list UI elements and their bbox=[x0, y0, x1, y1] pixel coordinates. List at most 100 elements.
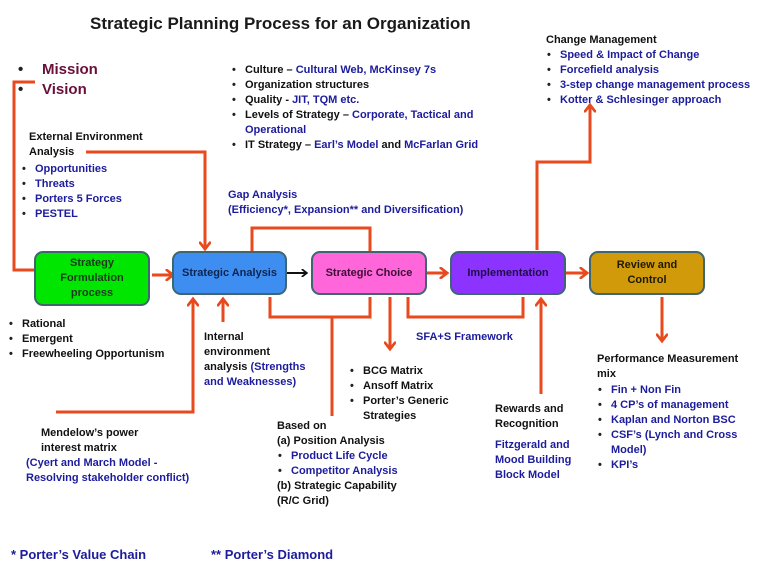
list-item: Competitor Analysis bbox=[277, 464, 398, 479]
text-line: Block Model bbox=[495, 469, 560, 481]
list-item: Porters 5 Forces bbox=[21, 192, 122, 207]
text-line: and Weaknesses) bbox=[204, 376, 297, 388]
list-item: Product Life Cycle bbox=[277, 449, 398, 464]
item-label: Organization structures bbox=[245, 79, 370, 91]
text-line: Internal bbox=[204, 331, 244, 343]
gap-analysis-title: Gap Analysis bbox=[228, 189, 298, 201]
text-line: Resolving stakeholder conflict) bbox=[26, 472, 190, 484]
vision-item: Vision bbox=[12, 80, 98, 100]
based-on-block: Based on (a) Position Analysis Product L… bbox=[277, 419, 398, 509]
text-line: interest matrix bbox=[41, 442, 117, 454]
item-detail: McFarlan Grid bbox=[404, 139, 479, 151]
list-item: Speed & Impact of Change bbox=[546, 48, 750, 63]
strategy-formulation-box[interactable]: Strategy Formulation process bbox=[34, 251, 150, 306]
text-span: Porter’s Generic bbox=[363, 395, 449, 407]
page-title: Strategic Planning Process for an Organi… bbox=[90, 14, 471, 33]
list-item: Fin + Non Fin bbox=[597, 383, 737, 398]
box-label: Implementation bbox=[467, 266, 549, 279]
text-line: (a) Position Analysis bbox=[277, 435, 385, 447]
text-line: Based on bbox=[277, 420, 327, 432]
item-detail: Earl’s Model bbox=[314, 139, 379, 151]
item-detail: Cultural Web, McKinsey 7s bbox=[295, 64, 437, 76]
list-item: Freewheeling Opportunism bbox=[8, 347, 164, 362]
box-label: Review and bbox=[616, 259, 678, 271]
choice-tools-list: BCG Matrix Ansoff Matrix Porter’s Generi… bbox=[349, 364, 449, 424]
mission-vision-list: Mission Vision bbox=[12, 60, 98, 100]
text-line: analysis (Strengths bbox=[204, 360, 305, 375]
item-detail: JIT, TQM etc. bbox=[292, 94, 360, 106]
item-detail: Corporate, Tactical and bbox=[352, 109, 474, 121]
text-line: Performance Measurement bbox=[597, 353, 739, 365]
culture-list: Culture – Cultural Web, McKinsey 7s Orga… bbox=[231, 63, 478, 153]
formulation-types-list: Rational Emergent Freewheeling Opportuni… bbox=[8, 317, 164, 362]
text-line: (b) Strategic Capability bbox=[277, 480, 397, 492]
review-control-box[interactable]: Review and Control bbox=[589, 251, 705, 295]
text-line: (Cyert and March Model - bbox=[26, 457, 158, 469]
list-item: IT Strategy – Earl’s Model and McFarlan … bbox=[231, 138, 478, 153]
strategic-analysis-box[interactable]: Strategic Analysis bbox=[172, 251, 287, 295]
list-item: Organization structures bbox=[231, 78, 478, 93]
footnote-value-chain: * Porter’s Value Chain bbox=[11, 547, 147, 562]
gap-analysis: Gap Analysis (Efficiency*, Expansion** a… bbox=[228, 188, 463, 218]
change-management-heading: Change Management bbox=[546, 34, 657, 46]
text-line: Mood Building bbox=[495, 454, 572, 466]
item-detail: Operational bbox=[245, 124, 307, 136]
footnote-porters-diamond: ** Porter’s Diamond bbox=[211, 547, 334, 562]
item-label: Levels of Strategy – bbox=[245, 109, 352, 121]
performance-list: Fin + Non Fin 4 CP’s of management Kapla… bbox=[597, 383, 737, 473]
text-line: Fitzgerald and bbox=[495, 439, 570, 451]
item-connector: and bbox=[378, 139, 405, 151]
text-span: analysis bbox=[204, 361, 251, 373]
external-env-heading-line2: Analysis bbox=[29, 146, 75, 158]
implementation-box[interactable]: Implementation bbox=[450, 251, 566, 295]
text-span: (Strengths bbox=[250, 361, 306, 373]
list-item: Culture – Cultural Web, McKinsey 7s bbox=[231, 63, 478, 78]
box-label: Control bbox=[627, 274, 667, 286]
item-label: Culture – bbox=[245, 64, 296, 76]
text-line: mix bbox=[597, 368, 616, 380]
mission-item: Mission bbox=[12, 60, 98, 80]
external-env-heading: External Environment Analysis bbox=[29, 130, 143, 160]
list-item: 4 CP’s of management bbox=[597, 398, 737, 413]
internal-env-analysis: Internal environment analysis (Strengths… bbox=[204, 330, 305, 390]
list-item: KPI’s bbox=[597, 458, 737, 473]
list-item: Forcefield analysis bbox=[546, 63, 750, 78]
mendelow-matrix: Mendelow’s power interest matrix bbox=[41, 426, 138, 456]
performance-heading: Performance Measurement mix bbox=[597, 352, 738, 382]
text-line: Rewards and bbox=[495, 403, 564, 415]
list-item: 3-step change management process bbox=[546, 78, 750, 93]
list-item: Emergent bbox=[8, 332, 164, 347]
list-item: BCG Matrix bbox=[349, 364, 449, 379]
text-line: environment bbox=[204, 346, 271, 358]
item-label: Quality - bbox=[245, 94, 293, 106]
external-env-list: Opportunities Threats Porters 5 Forces P… bbox=[21, 162, 122, 222]
gap-analysis-detail: (Efficiency*, Expansion** and Diversific… bbox=[228, 204, 464, 216]
sfa-framework-label: SFA+S Framework bbox=[416, 331, 513, 343]
box-label: Strategy bbox=[69, 257, 115, 269]
text-line: Mendelow’s power bbox=[41, 427, 139, 439]
text-span: Model) bbox=[611, 444, 647, 456]
list-item: Threats bbox=[21, 177, 122, 192]
box-label: Formulation bbox=[60, 272, 124, 284]
text-line: (R/C Grid) bbox=[277, 495, 329, 507]
position-analysis-list: Product Life Cycle Competitor Analysis bbox=[277, 449, 398, 479]
box-label: Strategic Choice bbox=[325, 266, 413, 279]
external-env-heading-line1: External Environment bbox=[29, 131, 143, 143]
list-item: Kotter & Schlesinger approach bbox=[546, 93, 750, 108]
item-label: IT Strategy – bbox=[245, 139, 315, 151]
text-span: CSF’s (Lynch and Cross bbox=[611, 429, 738, 441]
list-item: Kaplan and Norton BSC bbox=[597, 413, 737, 428]
change-management-list: Speed & Impact of Change Forcefield anal… bbox=[546, 48, 750, 108]
cyert-march-model: (Cyert and March Model - Resolving stake… bbox=[26, 456, 189, 486]
list-item: Levels of Strategy – Corporate, Tactical… bbox=[231, 108, 478, 138]
text-line: Recognition bbox=[495, 418, 559, 430]
rewards-recognition: Rewards and Recognition Fitzgerald and M… bbox=[495, 402, 571, 483]
box-label: process bbox=[70, 287, 114, 299]
text-span: Strategies bbox=[363, 410, 417, 422]
list-item: PESTEL bbox=[21, 207, 122, 222]
box-label: Strategic Analysis bbox=[182, 266, 277, 279]
strategic-choice-box[interactable]: Strategic Choice bbox=[311, 251, 427, 295]
